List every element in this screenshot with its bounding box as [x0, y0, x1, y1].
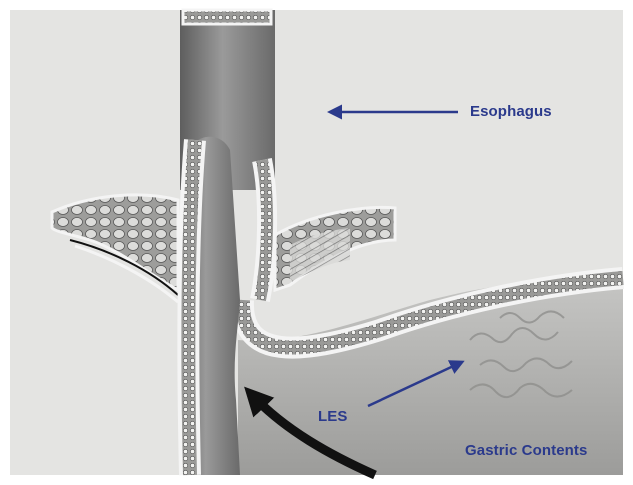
les-label: LES [318, 408, 347, 425]
gastric-contents-label: Gastric Contents [465, 442, 587, 459]
esophagus-label: Esophagus [470, 103, 552, 120]
